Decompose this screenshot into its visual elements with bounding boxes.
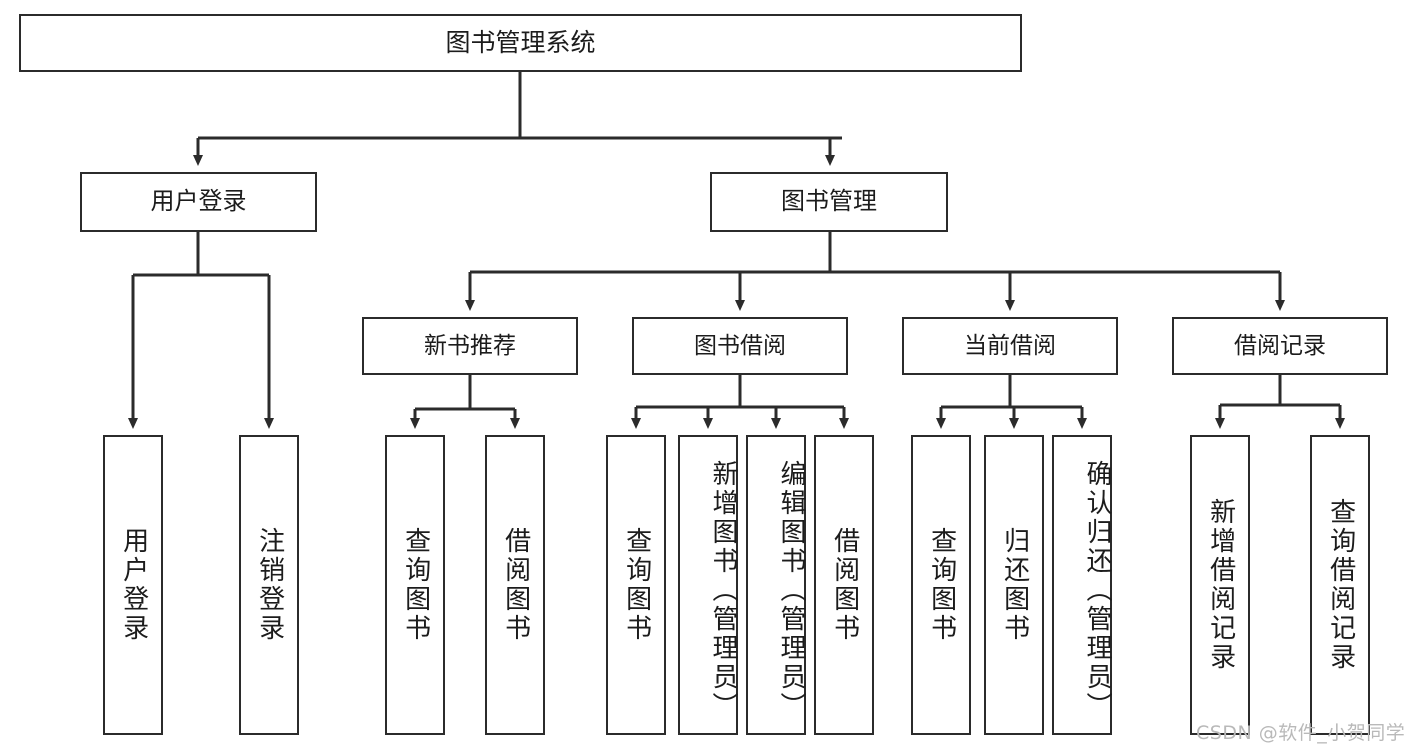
node-leaf-bb-edit-book[interactable]: 编辑图书（管理员） bbox=[746, 435, 806, 735]
node-leaf-bb-borrow-book-label: 借阅图书 bbox=[829, 527, 860, 643]
node-leaf-bb-add-book-label: 新增图书（管理员） bbox=[708, 459, 738, 721]
node-borrow-record-label: 借阅记录 bbox=[1234, 332, 1326, 359]
node-leaf-bb-edit-book-label: 编辑图书（管理员） bbox=[776, 459, 806, 721]
node-leaf-cb-confirm-return-label: 确认归还（管理员） bbox=[1082, 459, 1112, 721]
node-book-borrow[interactable]: 图书借阅 bbox=[632, 317, 848, 375]
node-leaf-rec-borrow-book-label: 借阅图书 bbox=[500, 527, 531, 643]
node-new-book-rec-label: 新书推荐 bbox=[424, 332, 516, 359]
node-leaf-cb-return-book[interactable]: 归还图书 bbox=[984, 435, 1044, 735]
node-book-manage[interactable]: 图书管理 bbox=[710, 172, 948, 232]
node-leaf-user-logout-label: 注销登录 bbox=[254, 527, 285, 643]
node-leaf-cb-confirm-return[interactable]: 确认归还（管理员） bbox=[1052, 435, 1112, 735]
node-user-login[interactable]: 用户登录 bbox=[80, 172, 317, 232]
node-leaf-rec-query-book[interactable]: 查询图书 bbox=[385, 435, 445, 735]
node-leaf-br-query-record-label: 查询借阅记录 bbox=[1325, 498, 1356, 672]
node-leaf-bb-add-book[interactable]: 新增图书（管理员） bbox=[678, 435, 738, 735]
node-root[interactable]: 图书管理系统 bbox=[19, 14, 1022, 72]
node-current-borrow-label: 当前借阅 bbox=[964, 332, 1056, 359]
node-leaf-cb-query-book-label: 查询图书 bbox=[926, 527, 957, 643]
node-current-borrow[interactable]: 当前借阅 bbox=[902, 317, 1118, 375]
node-new-book-rec[interactable]: 新书推荐 bbox=[362, 317, 578, 375]
node-leaf-br-query-record[interactable]: 查询借阅记录 bbox=[1310, 435, 1370, 735]
node-borrow-record[interactable]: 借阅记录 bbox=[1172, 317, 1388, 375]
node-leaf-bb-query-book-label: 查询图书 bbox=[621, 527, 652, 643]
node-leaf-rec-query-book-label: 查询图书 bbox=[400, 527, 431, 643]
node-leaf-br-add-record[interactable]: 新增借阅记录 bbox=[1190, 435, 1250, 735]
node-leaf-br-add-record-label: 新增借阅记录 bbox=[1205, 498, 1236, 672]
node-leaf-user-login[interactable]: 用户登录 bbox=[103, 435, 163, 735]
node-leaf-user-logout[interactable]: 注销登录 bbox=[239, 435, 299, 735]
node-leaf-cb-query-book[interactable]: 查询图书 bbox=[911, 435, 971, 735]
node-leaf-bb-borrow-book[interactable]: 借阅图书 bbox=[814, 435, 874, 735]
watermark-text: CSDN @软件_小贺同学 bbox=[1196, 722, 1405, 744]
node-root-label: 图书管理系统 bbox=[445, 27, 596, 57]
node-leaf-rec-borrow-book[interactable]: 借阅图书 bbox=[485, 435, 545, 735]
node-book-manage-label: 图书管理 bbox=[781, 187, 877, 216]
node-leaf-bb-query-book[interactable]: 查询图书 bbox=[606, 435, 666, 735]
node-book-borrow-label: 图书借阅 bbox=[694, 332, 786, 359]
node-leaf-cb-return-book-label: 归还图书 bbox=[999, 527, 1030, 643]
node-leaf-user-login-label: 用户登录 bbox=[118, 527, 149, 643]
node-user-login-label: 用户登录 bbox=[150, 187, 247, 216]
